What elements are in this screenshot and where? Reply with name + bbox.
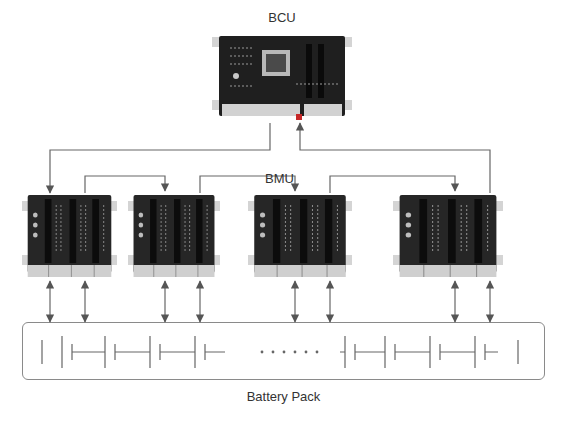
pcb-board <box>219 36 345 116</box>
battery-pack-box: Battery Pack <box>22 322 545 380</box>
chain-arrow <box>330 176 455 193</box>
battery-cells <box>42 336 518 368</box>
ellipsis-dots <box>261 351 319 354</box>
connector-arrow <box>199 281 200 322</box>
bmu-board <box>248 195 352 277</box>
cell-symbol <box>62 336 225 368</box>
red-connector <box>296 114 302 120</box>
node-label: BCU <box>212 10 352 26</box>
bcu-board <box>212 36 352 120</box>
bmu-board <box>128 195 220 277</box>
bcu-node: BCU <box>212 35 352 123</box>
dot <box>305 351 308 354</box>
bmu-board <box>393 195 503 277</box>
cell-symbol <box>340 336 498 368</box>
dot <box>261 351 264 354</box>
connector-strip <box>318 44 324 98</box>
connector-arrow <box>49 281 50 322</box>
cell-plate <box>517 340 518 364</box>
connector-arrow <box>300 123 490 193</box>
component <box>233 73 239 79</box>
cell-plate <box>41 340 42 364</box>
chip <box>262 50 290 76</box>
dot <box>294 351 297 354</box>
component-row <box>230 48 340 86</box>
connector-arrow <box>84 281 85 322</box>
bmu-group: BMU <box>20 193 505 281</box>
dot <box>272 351 275 354</box>
chip <box>266 54 286 72</box>
connector-arrow <box>329 281 330 322</box>
connector-strip <box>306 44 312 98</box>
chain-arrow <box>85 176 165 193</box>
node-label: Battery Pack <box>23 389 544 405</box>
connector-arrow <box>454 281 455 322</box>
connector-arrow <box>489 281 490 322</box>
terminal-block <box>222 104 300 116</box>
connector-arrow <box>164 281 165 322</box>
connector-arrow <box>294 281 295 322</box>
bmu-board <box>22 195 117 277</box>
terminal-block <box>304 104 342 116</box>
connector-arrow <box>50 123 270 193</box>
node-label: BMU <box>265 171 294 187</box>
dot <box>283 351 286 354</box>
dot <box>316 351 319 354</box>
